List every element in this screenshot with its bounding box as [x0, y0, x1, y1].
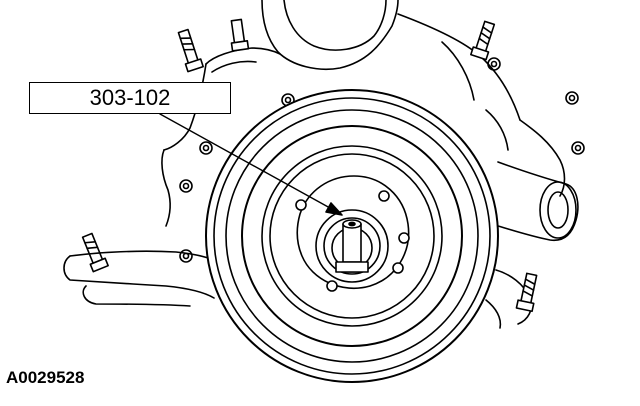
- special-tool-303-102: [335, 219, 369, 273]
- callout-label: 303-102: [29, 82, 231, 114]
- water-outlet: [497, 161, 579, 242]
- housing-bolt-heads: [179, 57, 585, 263]
- callout-leader-arrow: [159, 113, 343, 216]
- figure-id: A0029528: [6, 368, 85, 387]
- stud-bolts: [81, 18, 538, 313]
